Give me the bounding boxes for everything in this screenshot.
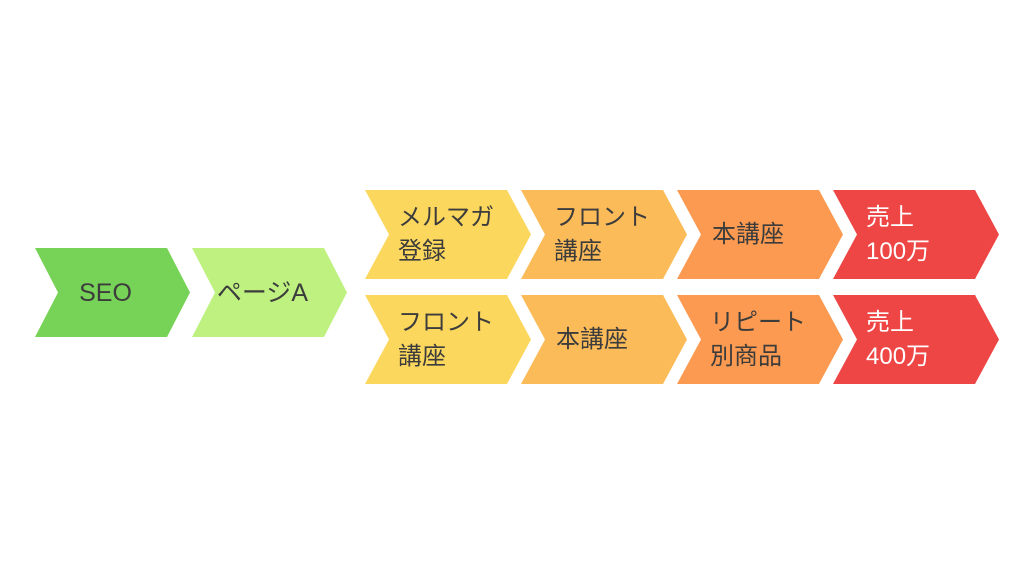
entry-step-page-a: ページA: [192, 248, 347, 337]
funnel-step-row-bottom-front-course-label: 講座: [398, 342, 446, 370]
funnel-step-row-bottom-main-course-label: 本講座: [556, 325, 628, 353]
funnel-step-row-top-sales-100man: 売上 100万: [833, 190, 999, 279]
funnel-step-row-bottom-front-course-label: フロント: [398, 308, 494, 336]
funnel-step-row-bottom-sales-400man: 売上 400万: [833, 295, 999, 384]
funnel-step-row-bottom-main-course: 本講座: [521, 295, 687, 384]
funnel-step-row-bottom-front-course: フロント講座: [365, 295, 531, 384]
funnel-step-row-bottom-sales-400man-label: 売上: [866, 308, 914, 336]
funnel-step-row-top-front-course-label: フロント: [554, 203, 650, 231]
funnel-step-row-bottom-repeat-products: リピート別商品: [677, 295, 843, 384]
funnel-step-row-top-sales-100man-label: 100万: [866, 237, 931, 265]
funnel-step-row-bottom-repeat-products-label: リピート: [710, 308, 806, 336]
funnel-step-row-top-mailmag-signup: メルマガ登録: [365, 190, 531, 279]
funnel-step-row-bottom-sales-400man-label: 400万: [866, 342, 931, 370]
funnel-step-row-top-front-course-label: 講座: [554, 237, 602, 265]
funnel-step-row-top-mailmag-signup-label: メルマガ: [398, 203, 494, 231]
funnel-step-row-top-sales-100man-label: 売上: [866, 203, 914, 231]
funnel-step-row-top-main-course: 本講座: [677, 190, 843, 279]
funnel-step-row-top-front-course: フロント講座: [521, 190, 687, 279]
entry-step-seo-label: SEO: [79, 278, 132, 307]
entry-step-seo: SEO: [35, 248, 190, 337]
entry-step-page-a-label: ページA: [216, 278, 309, 307]
funnel-step-row-top-mailmag-signup-label: 登録: [398, 237, 446, 265]
funnel-step-row-bottom-repeat-products-label: 別商品: [710, 342, 782, 370]
funnel-step-row-top-main-course-label: 本講座: [712, 220, 784, 248]
